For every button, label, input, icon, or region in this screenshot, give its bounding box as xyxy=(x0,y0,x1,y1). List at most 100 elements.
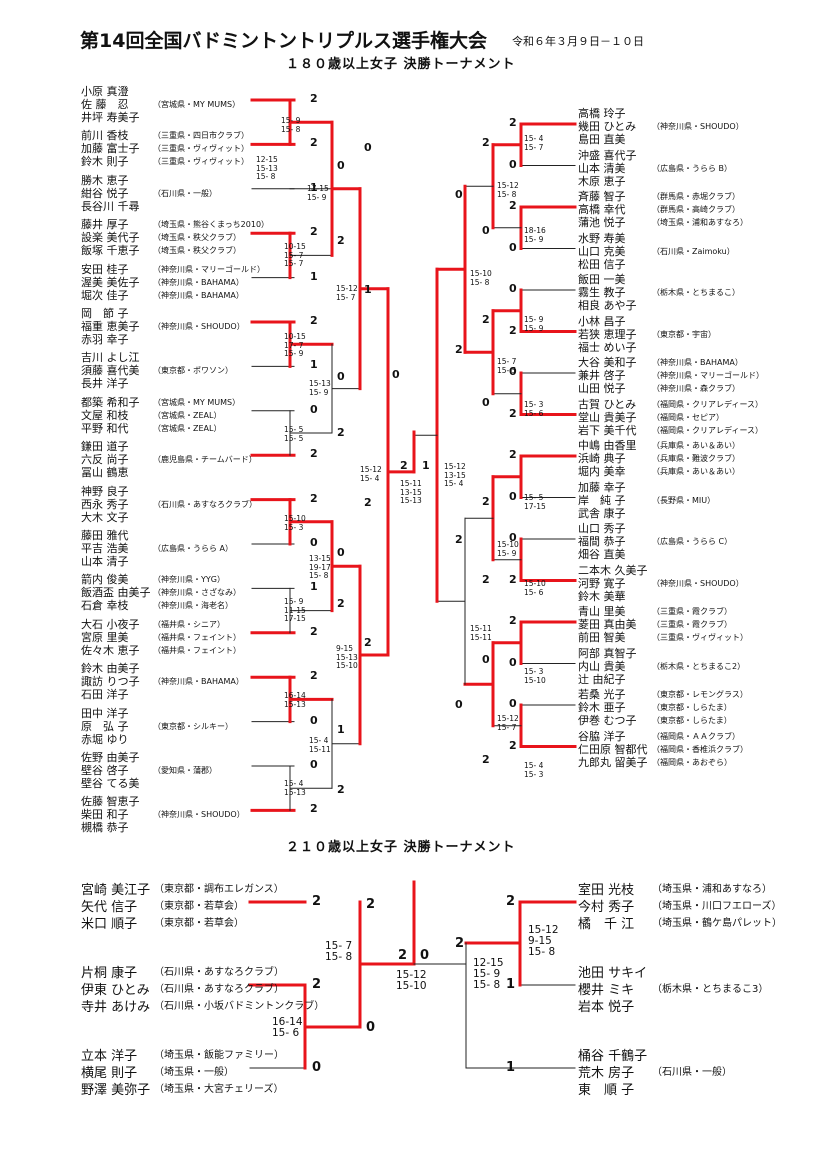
team-affiliation: （石川県・あすなろクラブ） xyxy=(154,984,284,995)
team-affiliation: （石川県・一般） xyxy=(652,1067,732,1078)
round-result: 0 xyxy=(337,159,345,172)
team-affiliation: （東京都・若草会） xyxy=(154,901,244,912)
player-name: 畑谷 直美 xyxy=(578,548,626,561)
team-result: 2 xyxy=(312,977,322,992)
player-name: 吉川 よし江 xyxy=(81,351,140,365)
team-affiliation: （福岡県・あおぞら） xyxy=(652,757,732,767)
match-score: 15- 7 15- 8 xyxy=(325,940,353,963)
player-name: 山口 克美 xyxy=(578,244,626,258)
player-name: 勝木 恵子 xyxy=(81,173,129,187)
round-result: 2 xyxy=(482,573,490,586)
match-score: 15- 9 15- 9 xyxy=(524,315,544,333)
player-name: 赤羽 幸子 xyxy=(81,333,129,346)
player-name: 平吉 浩美 xyxy=(81,542,129,555)
player-name: 佐々木 恵子 xyxy=(81,643,140,657)
team-affiliation: （群馬県・赤堀クラブ） xyxy=(652,192,740,201)
player-name: 槻橋 恭子 xyxy=(81,821,129,835)
team-result: 0 xyxy=(509,282,517,295)
round-result: 2 xyxy=(337,783,345,796)
match-score: 10-15 15- 7 15- 7 xyxy=(284,242,306,268)
player-name: 前川 香枝 xyxy=(81,129,129,143)
player-name: 壁谷 啓子 xyxy=(81,764,129,777)
match-score: 15- 4 15-11 xyxy=(309,736,331,754)
player-name: 今村 秀子 xyxy=(578,900,635,915)
match-score: 15-12 9-15 15- 8 xyxy=(528,924,559,958)
player-name: 内山 貴美 xyxy=(578,659,626,673)
match-score: 15-10 15- 6 xyxy=(524,579,546,597)
team-affiliation: （三重県・霞クラブ） xyxy=(652,620,732,629)
match-score: 15-12 15-10 xyxy=(396,969,427,992)
team-result: 0 xyxy=(509,697,517,710)
player-name: 大石 小夜子 xyxy=(81,617,140,631)
team-result: 1 xyxy=(310,358,318,372)
final-result-right: 0 xyxy=(420,948,430,963)
round-result: 2 xyxy=(455,533,463,546)
round-result: 2 xyxy=(364,496,372,509)
player-name: 山田 悦子 xyxy=(578,382,626,395)
player-name: 古賀 ひとみ xyxy=(578,397,637,411)
match-score: 15-10 15- 3 xyxy=(284,514,306,532)
player-name: 島田 直美 xyxy=(578,133,626,146)
player-name: 池田 サキイ xyxy=(578,966,648,981)
team-result: 1 xyxy=(506,977,516,992)
round-result: 0 xyxy=(337,370,345,383)
team-affiliation: （長野県・MIU） xyxy=(652,495,716,505)
round-result: 2 xyxy=(337,597,345,610)
team-affiliation: （神奈川県・さざなみ） xyxy=(153,588,241,598)
team-affiliation: （福岡県・クリアレディース） xyxy=(652,425,764,435)
team-affiliation: （広島県・うらら A） xyxy=(153,544,234,553)
player-name: 福重 恵美子 xyxy=(81,320,140,333)
final-result-left: 2 xyxy=(400,459,408,472)
team-result: 2 xyxy=(310,624,318,638)
team-affiliation: （神奈川県・SHOUDO） xyxy=(153,810,245,820)
player-name: 石倉 幸枝 xyxy=(81,599,129,613)
team-affiliation: （埼玉県・飯能ファミリー） xyxy=(154,1050,284,1061)
player-name: 二本木 久美子 xyxy=(578,563,648,577)
round-result: 2 xyxy=(337,234,345,247)
player-name: 阿部 真智子 xyxy=(578,646,637,660)
team-result: 1 xyxy=(506,1060,516,1075)
team-affiliation: （神奈川県・BAHAMA） xyxy=(652,358,743,367)
match-score: 15-11 13-15 15-13 xyxy=(400,479,422,505)
team-result: 2 xyxy=(509,323,517,337)
player-name: 岩本 悦子 xyxy=(578,1000,635,1015)
page-title: 第14回全国バドミントントリプルス選手権大会 xyxy=(80,30,488,52)
player-name: 渥美 美佐子 xyxy=(81,275,140,289)
team-affiliation: （神奈川県・BAHAMA） xyxy=(153,277,244,287)
player-name: 蒲池 悦子 xyxy=(578,216,626,229)
team-result: 2 xyxy=(509,614,517,627)
match-score: 15- 9 11-15 17-15 xyxy=(284,597,306,623)
team-affiliation: （埼玉県・川口フエローズ） xyxy=(652,901,782,912)
team-affiliation: （神奈川県・マリーゴールド） xyxy=(652,371,764,380)
team-affiliation: （東京都・レモングラス） xyxy=(652,690,748,699)
match-score: 18-16 15- 9 xyxy=(524,226,546,244)
team-affiliation: （東京都・若草会） xyxy=(154,918,244,929)
team-affiliation: （埼玉県・秩父クラブ） xyxy=(153,233,241,243)
team-affiliation: （宮城県・MY MUMS） xyxy=(153,100,241,109)
team-result: 2 xyxy=(310,669,318,683)
team-result: 0 xyxy=(310,713,318,727)
team-affiliation: （東京都・シルキー） xyxy=(153,721,233,731)
player-name: 櫻井 ミキ xyxy=(578,983,635,998)
match-score: 15- 5 15- 5 xyxy=(284,425,304,443)
match-score: 15- 4 15- 7 xyxy=(524,134,544,152)
team-affiliation: （神奈川県・BAHAMA） xyxy=(153,677,244,687)
team-result: 0 xyxy=(310,402,318,416)
player-name: 神野 良子 xyxy=(81,484,129,498)
match-score: 15- 4 15- 3 xyxy=(524,761,544,779)
match-score: 15-12 15- 4 xyxy=(360,465,382,483)
team-affiliation: （神奈川県・SHOUDO） xyxy=(153,322,245,331)
match-score: 10-15 17- 7 15- 9 xyxy=(284,332,306,358)
player-name: 斉藤 智子 xyxy=(578,190,626,203)
team-affiliation: （埼玉県・浦和あすなろ） xyxy=(652,884,772,895)
player-name: 諏訪 りつ子 xyxy=(81,675,140,689)
round-result: 1 xyxy=(337,723,345,736)
player-name: 岡 節 子 xyxy=(81,307,129,320)
team-affiliation: （埼玉県・秩父クラブ） xyxy=(153,246,241,256)
team-affiliation: （神奈川県・海老名） xyxy=(153,601,233,611)
team-affiliation: （福井県・シニア） xyxy=(153,619,225,629)
team-affiliation: （鹿児島県・チームバード） xyxy=(153,455,257,465)
player-name: 高橋 幸代 xyxy=(578,203,626,216)
player-name: 菱田 真由美 xyxy=(578,618,637,631)
team-affiliation: （三重県・霞クラブ） xyxy=(652,607,732,616)
